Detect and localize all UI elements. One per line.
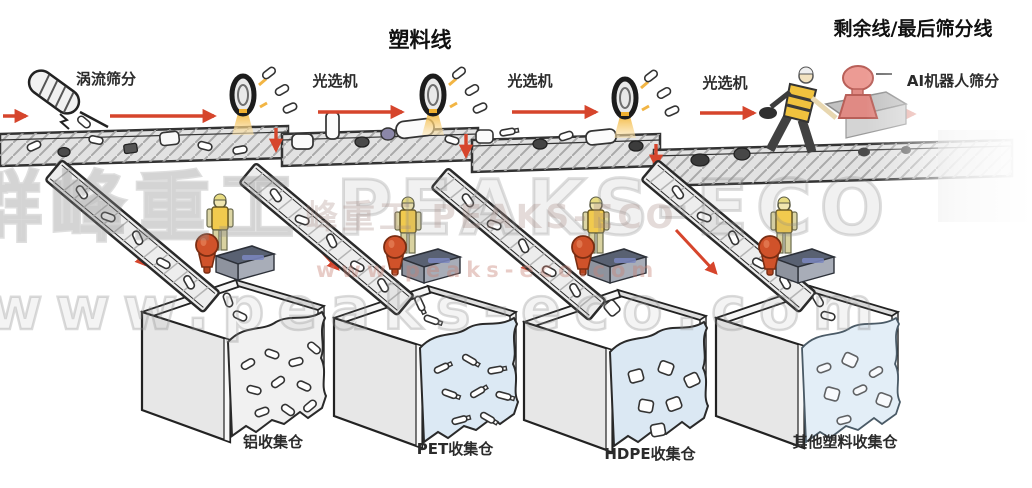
- label-bin-aluminum: 铝收集仓: [242, 433, 304, 451]
- sorting-station-4: [758, 196, 835, 284]
- sorting-conveyor-1: [45, 160, 220, 312]
- bin-pet: [332, 284, 519, 450]
- robot-gripper-1: [195, 233, 219, 274]
- bin-other-plastics: [714, 284, 901, 450]
- label-eddy-current: 涡流筛分: [75, 70, 137, 88]
- sorting-station-3: [571, 196, 647, 284]
- optical-sorter-2: [422, 66, 488, 135]
- label-bin-other: 其他塑料收集仓: [792, 433, 898, 451]
- optical-sorter-3: [614, 69, 680, 138]
- title-residual-line: 剩余线/最后筛分线: [833, 18, 993, 40]
- bin-aluminum: [140, 278, 327, 444]
- sorting-station-2: [383, 196, 461, 284]
- label-bin-pet: PET收集仓: [416, 440, 494, 458]
- label-optical-sorter-1: 光选机: [312, 72, 358, 90]
- sorting-station-1: [195, 193, 275, 281]
- title-plastic-line: 塑料线: [388, 28, 452, 52]
- label-optical-sorter-2: 光选机: [507, 72, 553, 90]
- right-fade: [866, 62, 1032, 272]
- belt-items: [25, 111, 911, 167]
- label-bin-hdpe: HDPE收集仓: [604, 445, 696, 463]
- optical-sorter-1: [232, 66, 298, 135]
- label-ai-robot: AI机器人筛分: [906, 72, 1000, 90]
- label-optical-sorter-3: 光选机: [702, 74, 748, 92]
